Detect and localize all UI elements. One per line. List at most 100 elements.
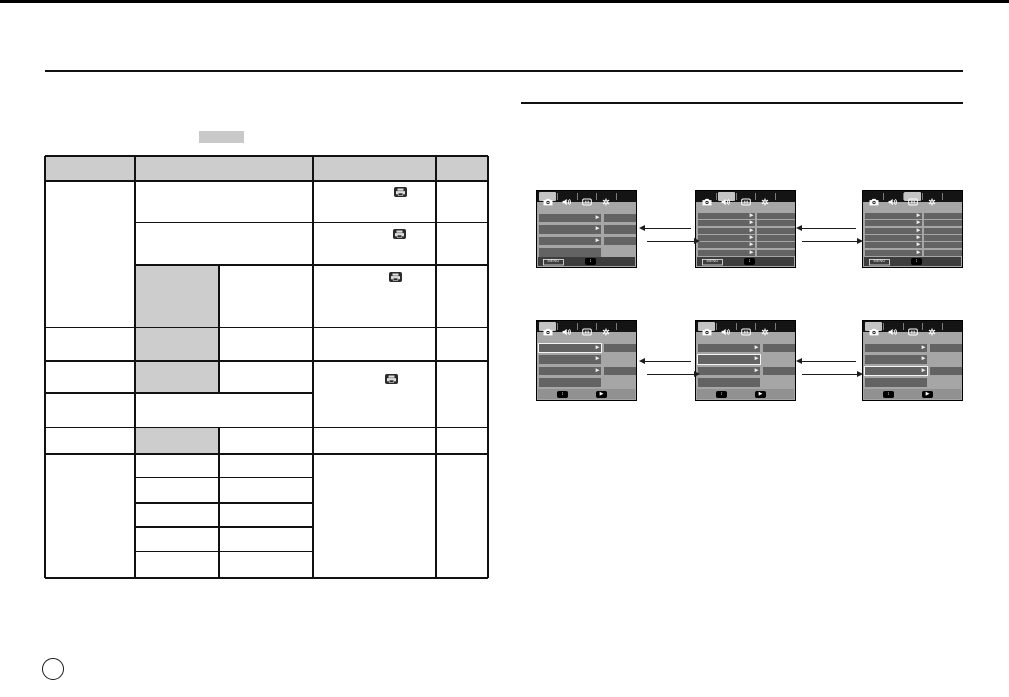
screen-footer-bar: ↕▶ xyxy=(538,389,635,399)
menu-item-bar: ▶ xyxy=(539,236,601,245)
submenu-arrow-icon: ▶ xyxy=(749,248,754,255)
table-grid-line xyxy=(45,180,488,182)
tab-separator xyxy=(557,323,558,330)
sound-icon xyxy=(888,193,898,205)
select-screen-2: ▶▶▶↕▶ xyxy=(695,320,796,401)
tab-separator xyxy=(615,193,617,200)
table-grid-line xyxy=(135,221,488,224)
menu-value-bar xyxy=(763,366,795,375)
camera-icon xyxy=(702,323,712,335)
menu-value-bar xyxy=(757,234,795,241)
tab-settings xyxy=(757,322,774,335)
menu-value-bar xyxy=(930,343,962,352)
screen-footer-bar: MENU↕ xyxy=(538,257,635,266)
arrowhead-left-icon xyxy=(796,358,802,364)
submenu-arrow-icon: ▶ xyxy=(916,212,921,219)
table-grid-line xyxy=(45,326,488,329)
submenu-arrow-icon: ▶ xyxy=(916,226,921,233)
menu-item-bar: ▶ xyxy=(698,213,755,219)
submenu-arrow-icon: ▶ xyxy=(595,344,600,351)
menu-value-bar xyxy=(924,234,962,241)
updown-badge: ↕ xyxy=(744,258,755,265)
tab-separator xyxy=(755,323,756,330)
submenu-arrow-icon: ▶ xyxy=(595,355,600,362)
arrowhead-right-icon xyxy=(857,371,863,377)
tab-separator xyxy=(716,323,717,330)
tab-display xyxy=(904,322,921,335)
section-underline xyxy=(521,102,963,104)
updown-badge: ↕ xyxy=(911,258,922,265)
tab-separator xyxy=(883,323,884,330)
menu-item-bar: ▶ xyxy=(539,355,601,364)
sound-icon xyxy=(721,193,731,205)
menu-button-label: MENU xyxy=(702,258,723,265)
page-number-circle xyxy=(42,658,64,680)
select-screen-3: ▶▶▶↕▶ xyxy=(862,320,963,401)
display-icon xyxy=(740,193,751,205)
table-grid-line xyxy=(45,155,488,157)
updown-badge: ↕ xyxy=(557,390,568,398)
scan-edge xyxy=(0,0,1009,3)
screen-footer-bar: MENU ↕ xyxy=(697,257,794,266)
table-gray-cell xyxy=(135,427,219,454)
swap-arrow-right-icon xyxy=(802,238,863,244)
table-grid-line xyxy=(218,427,220,578)
camera-icon xyxy=(543,193,553,205)
tab-settings xyxy=(757,192,774,205)
submenu-arrow-icon: ▶ xyxy=(749,219,754,226)
tab-camera xyxy=(539,192,556,205)
menu-item-bar: ▶ xyxy=(538,342,602,353)
menu-item-bar: ▶ xyxy=(698,343,760,352)
menu-tab-bar xyxy=(537,321,636,335)
menu-item-bar xyxy=(539,248,601,257)
menu-value-bar xyxy=(757,213,795,219)
menu-item-bar: ▶ xyxy=(697,354,761,365)
menu-item-bar xyxy=(698,378,760,387)
tab-sound xyxy=(885,192,902,205)
printer-icon xyxy=(385,374,398,384)
submenu-arrow-icon: ▶ xyxy=(595,225,600,232)
menu-item-bar xyxy=(539,378,601,387)
tab-separator xyxy=(922,193,923,200)
menu-value-bar xyxy=(757,220,795,227)
submenu-arrow-icon: ▶ xyxy=(595,237,600,244)
camera-icon xyxy=(869,193,879,205)
right-badge: ▶ xyxy=(596,390,607,398)
menu-tab-bar xyxy=(537,191,636,205)
tab-display xyxy=(578,322,595,335)
menu-value-bar xyxy=(604,225,636,234)
arrowhead-left-icon xyxy=(639,358,645,364)
arrowhead-left-icon xyxy=(639,225,645,231)
menu-button-label: MENU xyxy=(869,258,890,265)
tab-camera xyxy=(865,322,882,335)
tab-sound xyxy=(559,192,576,205)
menu-button-label: MENU xyxy=(543,258,564,265)
submenu-arrow-icon: ▶ xyxy=(916,219,921,226)
menu-tab-bar xyxy=(696,321,795,335)
tab-settings xyxy=(598,192,615,205)
table-grid-line xyxy=(45,453,488,455)
updown-badge: ↕ xyxy=(883,390,894,398)
tab-separator xyxy=(576,193,578,200)
swap-arrow-left-icon xyxy=(796,358,856,364)
table-grid-line xyxy=(135,476,313,479)
table-grid-line xyxy=(44,156,46,578)
settings-icon xyxy=(601,323,611,335)
right-badge: ▶ xyxy=(922,390,933,398)
printer-icon xyxy=(394,187,407,197)
display-icon xyxy=(581,323,592,335)
tab-separator xyxy=(922,323,923,330)
swap-arrow-left-icon xyxy=(639,225,691,231)
setup-screen-1: ▶▶▶MENU↕ xyxy=(536,190,637,268)
table-grid-line xyxy=(45,577,488,579)
table-gray-cell xyxy=(135,265,219,328)
submenu-arrow-icon: ▶ xyxy=(916,241,921,248)
tab-display xyxy=(578,192,595,205)
tab-separator xyxy=(615,323,617,330)
submenu-arrow-icon: ▶ xyxy=(916,234,921,241)
arrowhead-right-icon xyxy=(694,371,700,377)
menu-value-bar xyxy=(757,249,795,256)
submenu-arrow-icon: ▶ xyxy=(921,367,926,374)
table-grid-line xyxy=(45,392,313,394)
